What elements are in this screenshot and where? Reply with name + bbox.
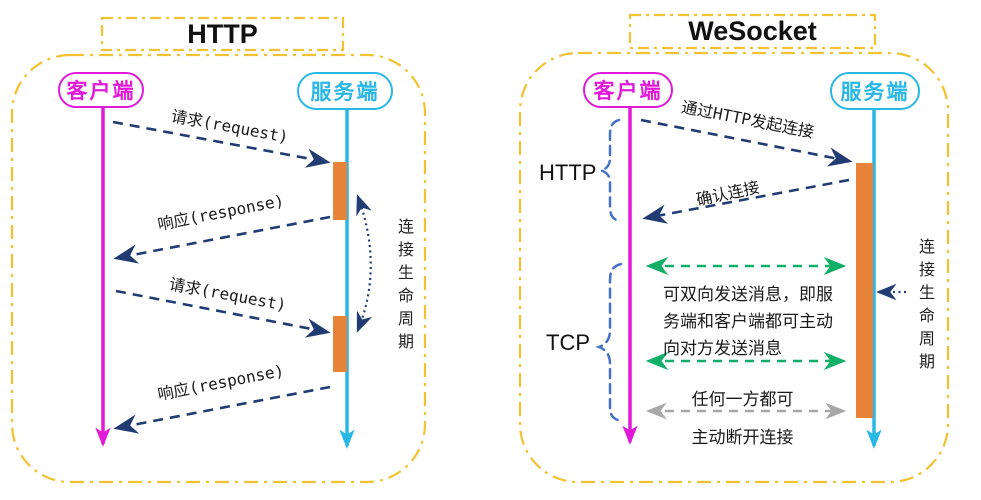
left-request-2-arrow [115,289,331,338]
http-phase-label: HTTP [539,160,597,185]
left-activation-bar-1 [333,162,347,220]
left-request-1-arrow [112,120,331,168]
left-lifecycle-span-arrow [356,194,373,333]
http-panel-title-box [100,16,345,52]
http-phase-brace [596,118,621,223]
right-activation-bar [856,163,873,418]
left-activation-bar-2 [333,316,347,372]
left-response-1-arrow [113,215,331,264]
bidirectional-note: 可双向发送消息，即服 务端和客户端都可主动 向对方发送消息 [663,281,843,362]
left-server-node: 服务端 [297,72,393,110]
tcp-phase-brace [595,262,623,423]
left-lifecycle-label: 连接生命周期 [395,218,412,356]
websocket-panel-title-box [628,13,877,50]
disconnect-note-line-1: 任何一方都可 [691,390,794,409]
right-lifecycle-label: 连接生命周期 [916,238,933,376]
right-confirm-arrow [642,178,850,224]
left-response-2-arrow [113,385,331,434]
right-connect-arrow [640,118,853,167]
http-panel-title: HTTP [187,19,258,49]
websocket-panel-title: WeSocket [688,16,817,46]
bidirectional-note-line-3: 向对方发送消息 [663,339,782,358]
tcp-phase-label: TCP [546,330,590,355]
websocket-panel-frame [518,51,950,484]
bidirectional-note-line-2: 务端和客户端都可主动 [663,312,833,331]
right-server-node: 服务端 [830,72,920,110]
disconnect-note-line-2: 主动断开连接 [691,428,794,447]
bidirectional-note-line-1: 可双向发送消息，即服 [663,285,833,304]
left-client-node: 客户端 [58,72,144,108]
right-client-node: 客户端 [583,72,673,108]
http-panel-frame [10,53,427,484]
